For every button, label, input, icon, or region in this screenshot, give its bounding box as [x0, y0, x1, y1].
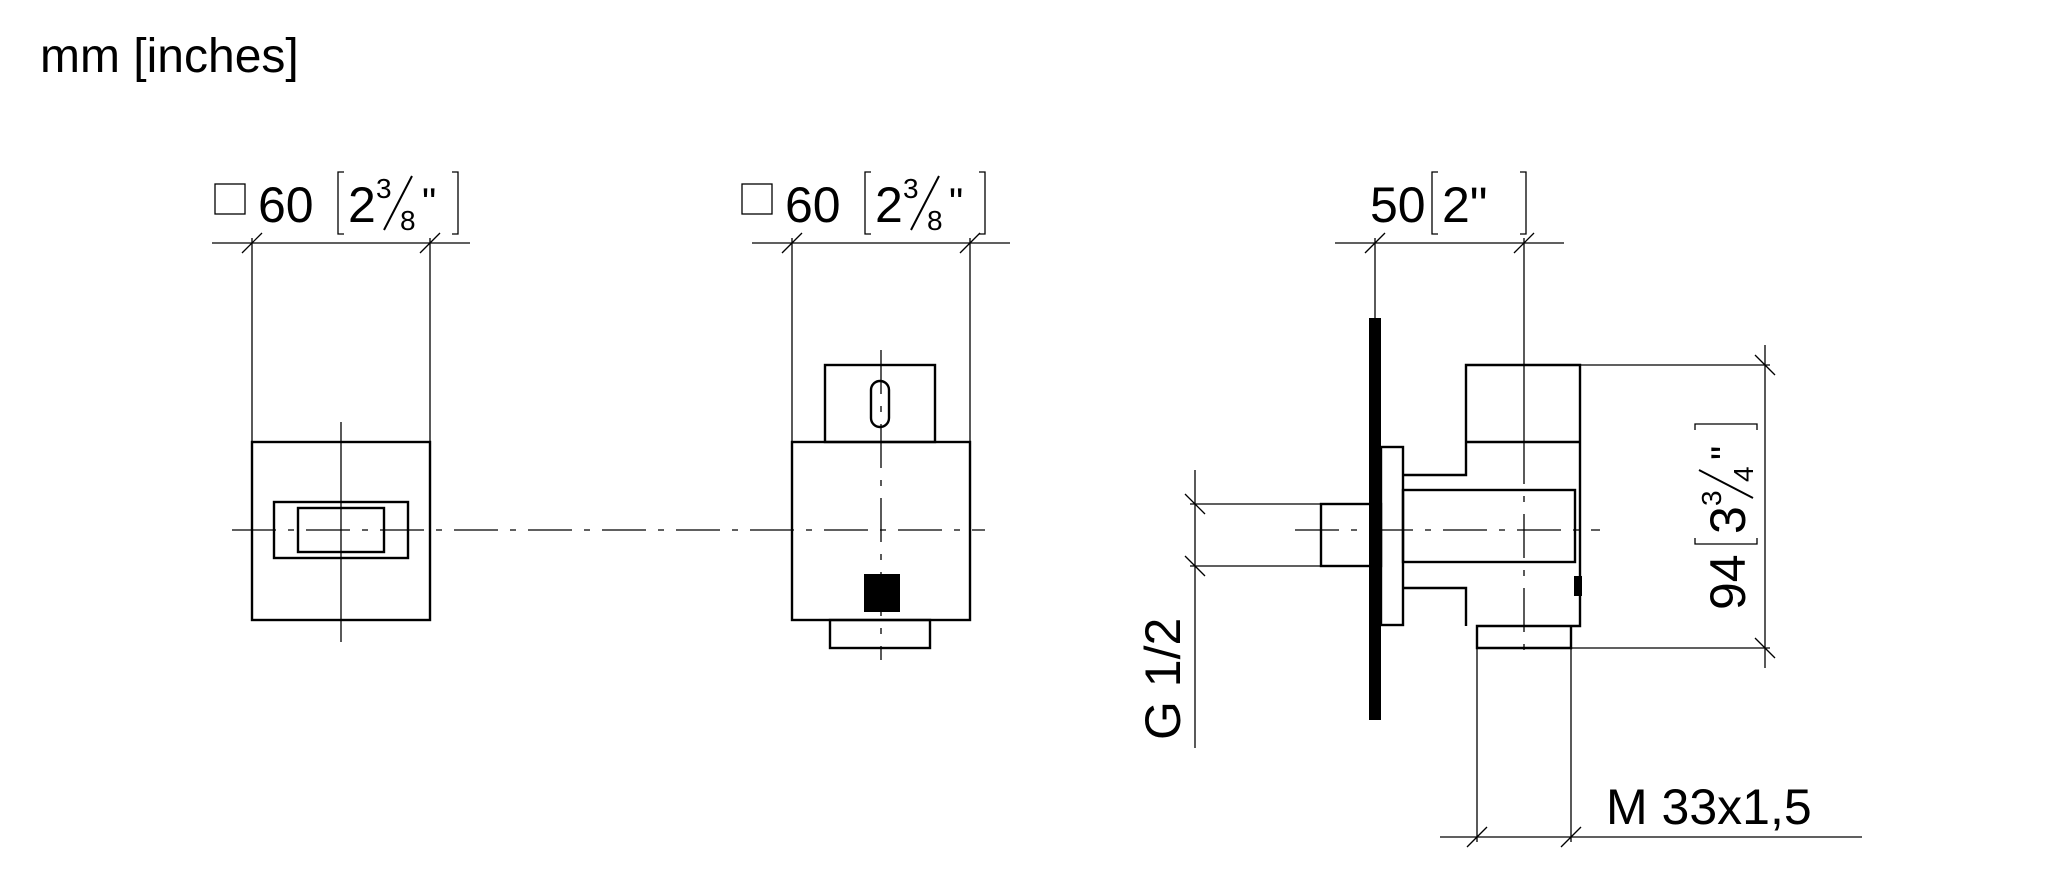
front-body-view: 60 2 3 8 ": [741, 171, 1010, 660]
dim-inch-whole: 3: [1700, 506, 1756, 534]
body-bottom-nut: [828, 618, 932, 650]
fraction-slash: [1698, 469, 1754, 499]
square-symbol: [741, 183, 773, 215]
dim-mm-50: 50: [1370, 177, 1426, 233]
bracket-left: [337, 171, 344, 235]
tick-bottom: [1754, 637, 1776, 659]
tick-right: [419, 232, 441, 254]
square-symbol: [214, 183, 246, 215]
dim-inch-2: 2": [1442, 177, 1488, 233]
dim-inch-mark: ": [949, 181, 963, 225]
tick-top: [1754, 354, 1776, 376]
bracket-left: [1431, 171, 1438, 235]
dim-inch-den: 8: [400, 205, 416, 236]
body-slot: [869, 379, 891, 429]
tick-left: [781, 232, 803, 254]
bracket-right: [1520, 171, 1527, 235]
tick-right: [959, 232, 981, 254]
fraction-slash: [910, 175, 940, 231]
front-handle-view: 60 2 3 8 ": [212, 171, 470, 642]
bracket-right: [452, 171, 459, 235]
tick-right: [1560, 826, 1582, 848]
body-upper-arm: [1403, 442, 1468, 477]
dim-inch-num: 3: [376, 173, 392, 204]
fraction-slash: [383, 175, 413, 231]
thread-outlet-label: M 33x1,5: [1606, 779, 1812, 835]
body-side-notch: [1574, 576, 1582, 596]
dim-mm-60: 60: [785, 177, 841, 233]
tick-top: [1184, 493, 1206, 515]
tick-right: [1513, 232, 1535, 254]
dim-inch-whole: 2: [348, 177, 376, 233]
dim-inch-den: 8: [927, 205, 943, 236]
dim-mm-60: 60: [258, 177, 314, 233]
dim-inch-den: 4: [1728, 466, 1759, 482]
body-lower-arm: [1403, 586, 1468, 626]
dim-inch-whole: 2: [875, 177, 903, 233]
dim-94-label: 94 3 3 4 ": [1694, 423, 1759, 610]
valve-body-outline: [1464, 363, 1582, 650]
tick-bottom: [1184, 555, 1206, 577]
dim-mm-94: 94: [1700, 554, 1756, 610]
thread-inlet-label: G 1/2: [1135, 618, 1191, 740]
tick-left: [1466, 826, 1488, 848]
dim-inch-num: 3: [903, 173, 919, 204]
dim-inch-mark: ": [422, 181, 436, 225]
tick-left: [1364, 232, 1386, 254]
bracket-right: [979, 171, 986, 235]
body-top-cap: [823, 363, 937, 444]
dim-inch-mark: ": [1704, 446, 1748, 460]
rosette-flange: [1379, 445, 1405, 627]
body-logo: [864, 574, 900, 612]
valve-stem: [1401, 488, 1577, 564]
inlet-pipe: [1319, 502, 1383, 568]
bracket-right: [1694, 423, 1758, 430]
dim-inch-num: 3: [1696, 490, 1727, 506]
tick-left: [241, 232, 263, 254]
units-label: mm [inches]: [40, 30, 299, 83]
bracket-left: [864, 171, 871, 235]
wall-section: [1369, 318, 1381, 720]
bracket-left: [1694, 538, 1758, 545]
side-view: 50 2" 94 3 3 4 " G 1/2 M: [1135, 171, 1862, 848]
